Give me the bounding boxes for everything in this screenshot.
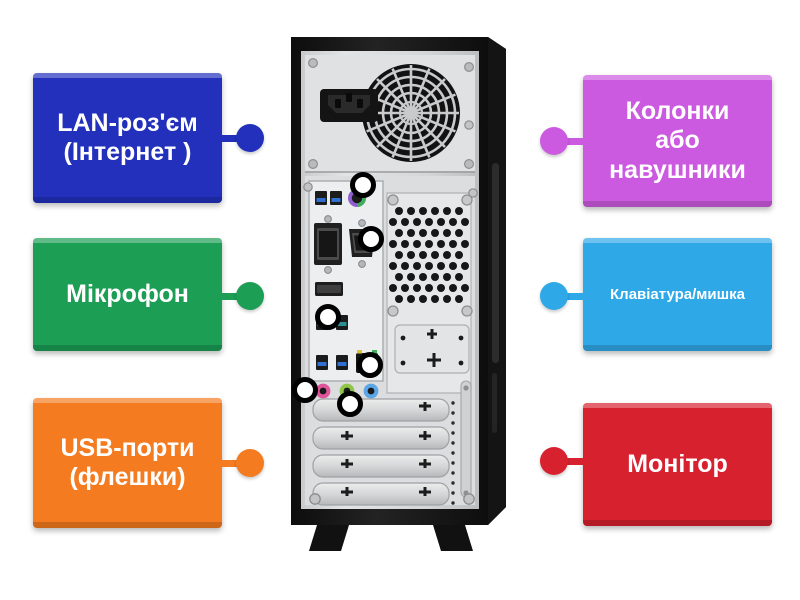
usb-ports-top	[315, 191, 342, 205]
psu-fan-grille	[362, 64, 460, 162]
hotspot-vga[interactable]	[358, 226, 384, 252]
label-text-keyboard-mouse: Клавіатура/мишка	[610, 285, 745, 303]
case-feet	[309, 525, 473, 551]
dvi-port	[314, 215, 342, 274]
label-text-microphone: Мікрофон	[66, 279, 189, 308]
connector-stem-keyboard-mouse	[562, 292, 590, 300]
hotspot-ps2[interactable]	[350, 172, 376, 198]
computer-tower-rear-image	[283, 33, 514, 555]
connector-stem-microphone	[214, 292, 242, 300]
label-text-usb: USB-порти(флешки)	[60, 433, 195, 492]
connector-dot-lan[interactable]	[236, 124, 264, 152]
label-box-usb[interactable]: USB-порти(флешки)	[33, 398, 222, 528]
hotspot-lan[interactable]	[357, 352, 383, 378]
connector-dot-microphone[interactable]	[236, 282, 264, 310]
audio-jacks	[315, 383, 379, 399]
connector-microphone	[214, 282, 264, 310]
connector-speakers	[540, 127, 590, 155]
usb-ports-bottom	[316, 355, 348, 370]
hotspot-audio-left[interactable]	[292, 377, 318, 403]
connector-dot-keyboard-mouse[interactable]	[540, 282, 568, 310]
connector-stem-speakers	[562, 137, 590, 145]
connector-stem-lan	[214, 134, 242, 142]
connector-stem-monitor	[562, 457, 590, 465]
connector-usb	[214, 449, 264, 477]
power-socket	[320, 89, 378, 122]
connector-lan	[214, 124, 264, 152]
hotspot-usb[interactable]	[315, 304, 341, 330]
hotspot-audio-mid[interactable]	[337, 391, 363, 417]
label-text-lan: LAN-роз'єм(Інтернет )	[57, 108, 198, 167]
label-box-keyboard-mouse[interactable]: Клавіатура/мишка	[583, 238, 772, 351]
label-text-monitor: Монітор	[627, 449, 728, 478]
chassis-vent-panel	[386, 192, 473, 394]
connector-dot-speakers[interactable]	[540, 127, 568, 155]
connector-stem-usb	[214, 459, 242, 467]
connector-dot-usb[interactable]	[236, 449, 264, 477]
connector-monitor	[540, 447, 590, 475]
label-box-monitor[interactable]: Монітор	[583, 403, 772, 526]
display-port	[315, 282, 343, 296]
connector-keyboard-mouse	[540, 282, 590, 310]
connector-dot-monitor[interactable]	[540, 447, 568, 475]
label-box-microphone[interactable]: Мікрофон	[33, 238, 222, 351]
power-supply-unit	[305, 55, 475, 173]
label-box-lan[interactable]: LAN-роз'єм(Інтернет )	[33, 73, 222, 203]
